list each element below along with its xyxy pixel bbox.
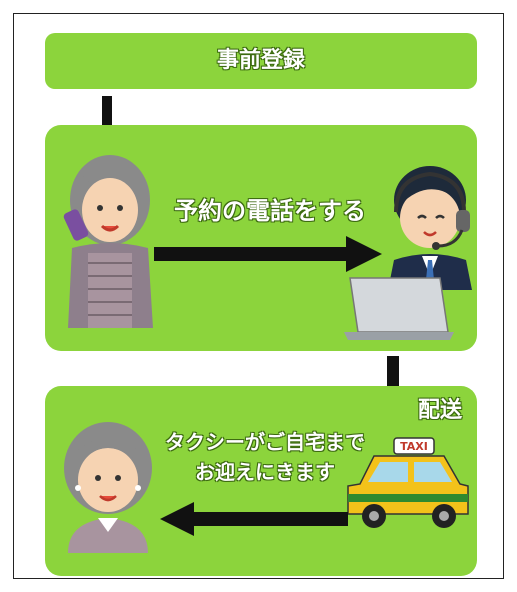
step-registration-box (45, 33, 477, 89)
elderly-woman-waiting-icon (64, 422, 152, 553)
step-pickup-label-line1: タクシーがご自宅まで (165, 430, 365, 454)
step-call-label: 予約の電話をする (174, 197, 366, 225)
arrow-left-pickup (160, 502, 348, 536)
step-registration-label: 事前登録 (216, 48, 305, 73)
step-pickup-label-line2: お迎えにきます (195, 460, 335, 484)
arrow-right-call (154, 236, 382, 272)
laptop-icon (344, 277, 454, 340)
elderly-woman-phone-icon (63, 155, 153, 328)
taxi-icon: TAXI (347, 437, 469, 528)
taxi-sign-text: TAXI (400, 440, 428, 453)
dispatch-label: 配送 (417, 398, 462, 423)
operator-icon (388, 166, 472, 290)
